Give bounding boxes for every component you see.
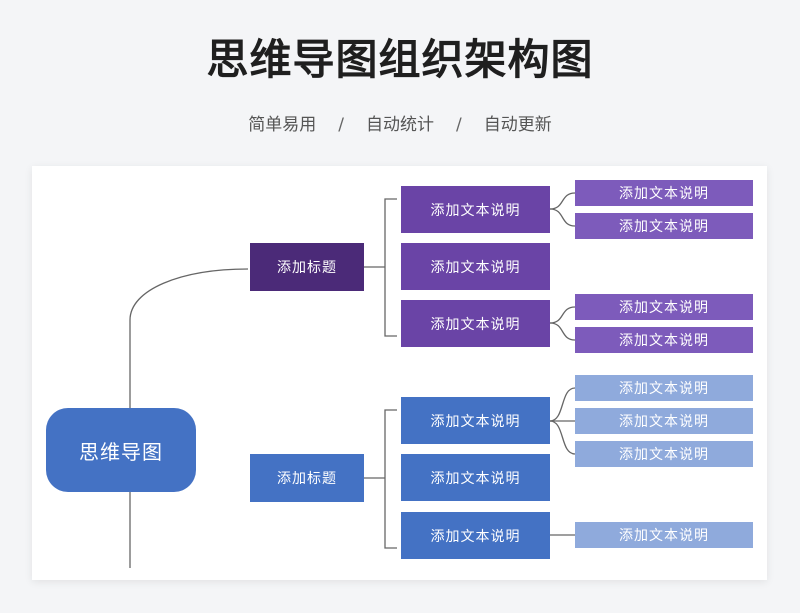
subtitle-separator: / — [456, 115, 462, 135]
branch-item[interactable]: 添加文本说明 — [401, 300, 550, 347]
leaf-item[interactable]: 添加文本说明 — [575, 327, 753, 353]
branch-item[interactable]: 添加文本说明 — [401, 243, 550, 290]
branch-item[interactable]: 添加文本说明 — [401, 186, 550, 233]
subtitle-item: 简单易用 — [248, 115, 317, 135]
curly-purple-3b — [549, 322, 576, 341]
subtitle-separator: / — [338, 115, 344, 135]
leaf-item[interactable]: 添加文本说明 — [575, 294, 753, 320]
branch-item[interactable]: 添加文本说明 — [401, 512, 550, 559]
branch-item[interactable]: 添加文本说明 — [401, 397, 550, 444]
subtitle: 简单易用 / 自动统计 / 自动更新 — [0, 113, 800, 137]
leaf-item[interactable]: 添加文本说明 — [575, 180, 753, 206]
subtitle-item: 自动统计 — [366, 115, 434, 135]
leaf-item[interactable]: 添加文本说明 — [575, 408, 753, 434]
connector-root-top — [129, 268, 249, 408]
leaf-item[interactable]: 添加文本说明 — [575, 375, 753, 401]
curly-blue-1a — [549, 387, 576, 422]
curly-purple-3a — [549, 306, 576, 324]
branch-item[interactable]: 添加文本说明 — [401, 454, 550, 501]
curly-purple-1a — [549, 192, 576, 210]
root-node[interactable]: 思维导图 — [46, 408, 196, 492]
page-title: 思维导图组织架构图 — [206, 35, 594, 84]
curly-purple-1b — [549, 208, 576, 227]
bracket-purple — [384, 198, 397, 337]
leaf-item[interactable]: 添加文本说明 — [575, 522, 753, 548]
leaf-item[interactable]: 添加文本说明 — [575, 213, 753, 239]
branch-title-blue[interactable]: 添加标题 — [250, 454, 364, 502]
subtitle-item: 自动更新 — [483, 115, 552, 135]
curly-blue-1c — [549, 420, 576, 455]
leaf-item[interactable]: 添加文本说明 — [575, 441, 753, 467]
bracket-blue — [384, 409, 397, 549]
branch-title-purple[interactable]: 添加标题 — [250, 243, 364, 291]
